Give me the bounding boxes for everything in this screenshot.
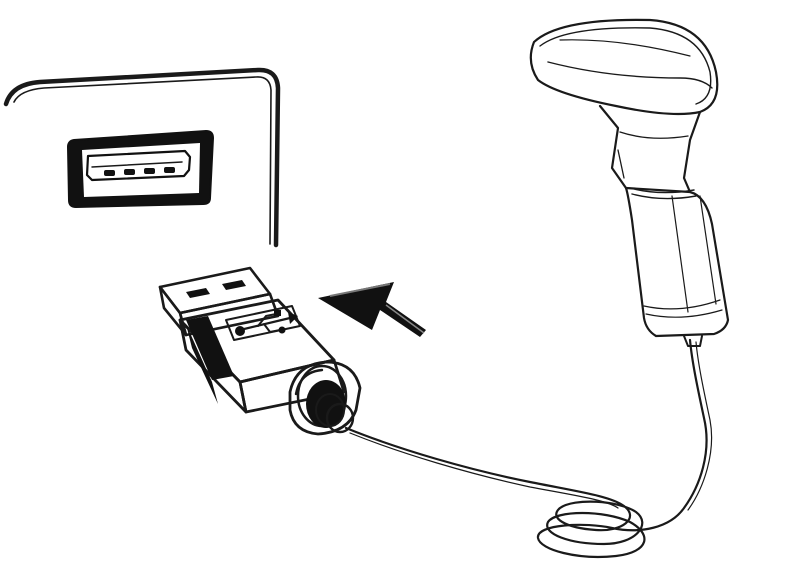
- coiled-cable: [344, 338, 713, 558]
- host-device: [3, 67, 281, 248]
- usb-logo: [225, 305, 301, 341]
- insert-arrow: [318, 282, 426, 337]
- barcode-scanner: [529, 18, 730, 347]
- usb-port: [66, 129, 215, 209]
- usb-plug: [158, 266, 362, 436]
